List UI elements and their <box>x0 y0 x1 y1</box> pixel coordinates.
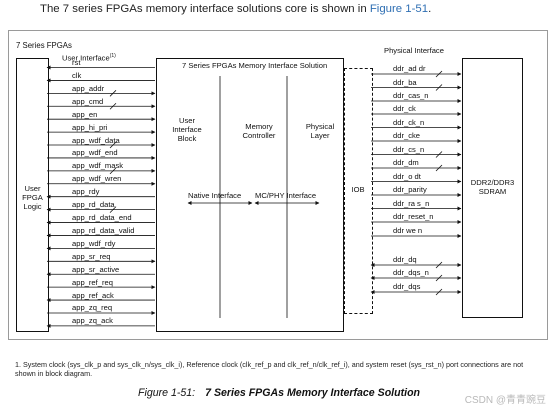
signal-app-wdf-wren: app_wdf_wren <box>72 174 122 184</box>
outer-title: 7 Series FPGAs <box>16 41 72 50</box>
memory-controller-label: Memory Controller <box>242 122 276 140</box>
signal-ddr-cke: ddr_cke <box>393 131 421 140</box>
signal-ddr-ra-s-n: ddr_ra s_n <box>393 198 430 208</box>
bus-slash <box>109 167 117 175</box>
signal-ddr-dqs: ddr_dqs <box>393 282 421 291</box>
intro-end: . <box>428 3 432 15</box>
signal-app-zq-ack: app_zq_ack <box>72 316 113 326</box>
bus-slash <box>435 151 443 158</box>
signal-app-wdf-end: app_wdf_end <box>72 148 118 158</box>
signal-ddr-dqs-n: ddr_dqs_n <box>393 268 429 277</box>
watermark: CSDN @青青豌豆 <box>464 395 546 406</box>
bus-slash <box>435 164 443 172</box>
signal-app-en: app_en <box>72 109 98 119</box>
signal-app-rd-data-valid: app_rd_data_valid <box>72 225 135 235</box>
memory-interface-solution-block <box>156 58 344 332</box>
signal-app-zq-req: app_zq_req <box>72 303 113 313</box>
signal-app-ref-ack: app_ref_ack <box>72 290 114 300</box>
signal-app-sr-active: app_sr_active <box>72 264 120 274</box>
bus-slash <box>435 288 443 296</box>
signal-ddr-ad-dr: ddr_ad dr <box>393 64 426 73</box>
figure-title: 7 Series FPGAs Memory Interface Solution <box>205 387 421 399</box>
dram-label: DDR2/DDR3 SDRAM <box>470 178 515 196</box>
dram-block <box>462 58 523 318</box>
signal-ddr-dq: ddr_dq <box>393 255 417 264</box>
signal-ddr-ck-n: ddr_ck_n <box>393 117 425 127</box>
iob-block <box>344 68 373 314</box>
signal-ddr-dm: ddr_dm <box>393 158 419 167</box>
user-interface-text: User Interface <box>62 53 110 63</box>
bus-slash <box>435 274 443 282</box>
internal-wires <box>187 76 320 318</box>
physical-interface-label: Physical Interface <box>384 46 444 55</box>
signal-ddr-cas-n: ddr_cas_n <box>393 91 429 100</box>
signal-app-hi-pri: app_hi_pri <box>72 122 108 132</box>
signal-app-cmd: app_cmd <box>72 96 104 106</box>
bus-slash <box>435 261 443 269</box>
bus-slash <box>109 141 117 149</box>
signal-ddr-reset-n: ddr_reset_n <box>393 212 434 221</box>
signal-app-addr: app_addr <box>72 83 105 93</box>
bus-slash <box>435 84 443 91</box>
solution-title: 7 Series FPGAs Memory Interface Solution <box>182 61 328 70</box>
user-fpga-logic-label: User FPGA Logic <box>22 184 43 211</box>
intro-text: The 7 series FPGAs memory interface solu… <box>40 3 431 15</box>
signal-ddr-we-n: ddr we n <box>393 226 423 235</box>
figure-number: Figure 1-51: <box>138 387 196 399</box>
native-interface-label: Native Interface <box>188 191 242 200</box>
signal-rst: rst <box>72 58 81 67</box>
mc-phy-interface-label: MC/PHY Interface <box>255 191 317 200</box>
signal-app-wdf-rdy: app_wdf_rdy <box>72 238 116 248</box>
bus-slash <box>109 102 117 110</box>
signal-app-wdf-data: app_wdf_data <box>72 135 120 145</box>
signal-app-rd-data: app_rd_data <box>72 200 115 210</box>
signal-app-rd-data-end: app_rd_data_end <box>72 213 132 223</box>
signal-ddr-ck: ddr_ck <box>393 104 416 113</box>
user-interface-block-label: User Interface Block <box>172 116 202 143</box>
signal-clk: clk <box>72 70 82 80</box>
intro-sentence: The 7 series FPGAs memory interface solu… <box>40 3 370 15</box>
signal-ddr-cs-n: ddr_cs_n <box>393 144 425 154</box>
bus-slash <box>109 90 117 97</box>
bus-slash <box>109 206 117 213</box>
footnote: 1. System clock (sys_clk_p and sys_clk_n… <box>15 360 524 378</box>
figure-caption: Figure 1-51: 7 Series FPGAs Memory Interf… <box>138 387 420 399</box>
signal-ddr-parity: ddr_parity <box>393 185 427 194</box>
physical-layer-label: Physical Layer <box>305 122 335 140</box>
signal-ddr-o-dt: ddr_o dt <box>393 171 421 181</box>
footnote-marker: (1) <box>109 53 116 59</box>
signal-app-sr-req: app_sr_req <box>72 251 111 261</box>
figure-link[interactable]: Figure 1-51 <box>369 3 429 15</box>
signal-app-ref-req: app_ref_req <box>72 277 113 287</box>
user-interface-label: User Interface(1) <box>62 52 116 63</box>
signal-app-rdy: app_rdy <box>72 187 100 197</box>
iob-label: IOB <box>351 185 365 194</box>
signal-app-wdf-mask: app_wdf_mask <box>72 161 124 171</box>
signal-ddr-ba: ddr_ba <box>393 77 417 87</box>
bus-slash <box>435 70 443 78</box>
